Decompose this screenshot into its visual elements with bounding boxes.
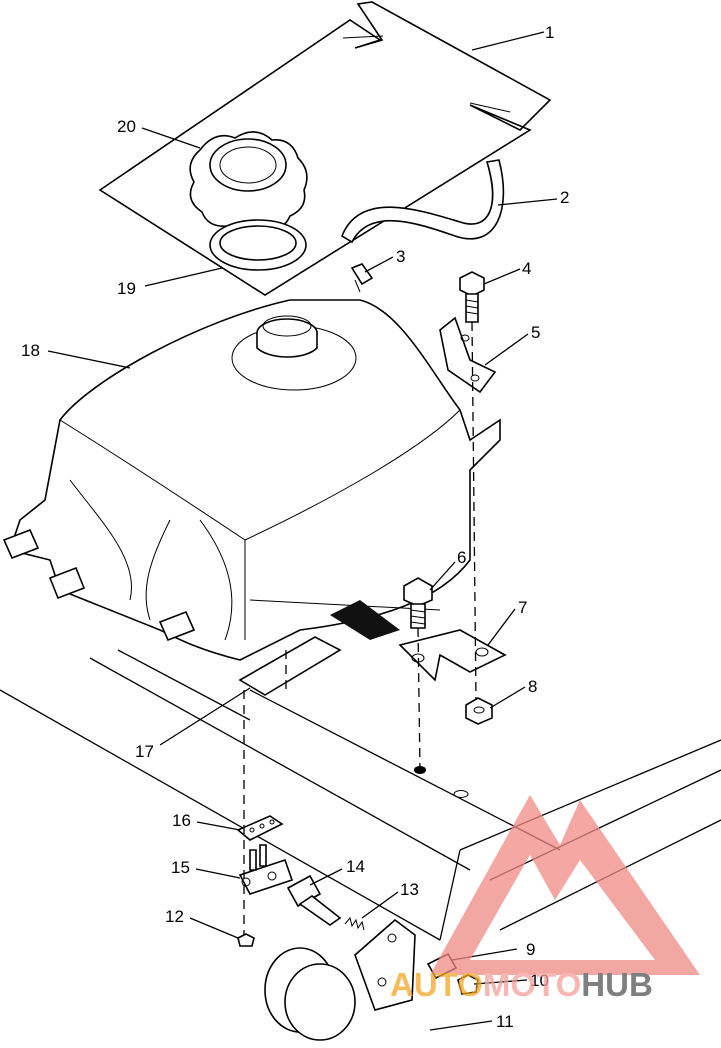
part-18-fuel-tank (2, 299, 501, 661)
svg-text:AUTOMOTOHUB: AUTOMOTOHUB (390, 966, 653, 1003)
watermark-triangle-logo (430, 795, 700, 975)
leader-lines (47, 31, 558, 1031)
callout-17: 17 (135, 742, 154, 761)
callout-4: 4 (522, 259, 531, 278)
part-19-gasket (209, 219, 307, 271)
callout-11: 11 (496, 1012, 514, 1031)
part-1-cover-sheet (98, 1, 552, 296)
callout-6: 6 (457, 548, 466, 567)
part-16-plate (236, 815, 284, 841)
tank-strap (330, 600, 400, 640)
part-3-fitting (350, 263, 374, 293)
part-12-screw (237, 933, 255, 947)
callout-8: 8 (528, 677, 537, 696)
callout-7: 7 (518, 598, 527, 617)
part-11-mount-plate (264, 918, 416, 1041)
part-7-strap-bracket (398, 629, 507, 682)
frame-lines (0, 649, 721, 941)
callout-19: 19 (117, 279, 136, 298)
part-5-bracket (439, 316, 497, 394)
callout-9: 9 (526, 940, 535, 959)
callout-1: 1 (545, 23, 554, 42)
part-2-vent-hose (341, 159, 505, 244)
part-13-spring (344, 916, 365, 931)
part-20-fuel-cap (189, 131, 308, 235)
callout-12: 12 (165, 907, 184, 926)
watermark-hub: HUB (581, 966, 653, 1003)
automotohub-watermark: AUTOMOTOHUB (390, 795, 700, 1003)
callout-18: 18 (21, 341, 40, 360)
watermark-auto: AUTO (390, 966, 483, 1003)
callout-labels: 1 2 3 4 5 6 7 8 9 10 11 12 13 14 15 16 1… (21, 23, 569, 1031)
part-17-pad (238, 636, 342, 696)
callout-14: 14 (346, 857, 365, 876)
callout-16: 16 (172, 811, 191, 830)
callout-5: 5 (531, 323, 540, 342)
part-10-nut (457, 974, 479, 995)
watermark-moto: MOTO (483, 966, 581, 1003)
part-6-bolt (403, 577, 433, 629)
callout-3: 3 (396, 247, 405, 266)
callout-20: 20 (117, 117, 136, 136)
part-8-nut (465, 697, 493, 725)
part-15-fuel-valve (238, 844, 294, 895)
callout-13: 13 (400, 880, 419, 899)
callout-15: 15 (171, 858, 190, 877)
callout-2: 2 (560, 188, 569, 207)
callout-10: 10 (530, 971, 549, 990)
alignment-lines (243, 321, 477, 935)
part-4-bolt (459, 271, 485, 323)
